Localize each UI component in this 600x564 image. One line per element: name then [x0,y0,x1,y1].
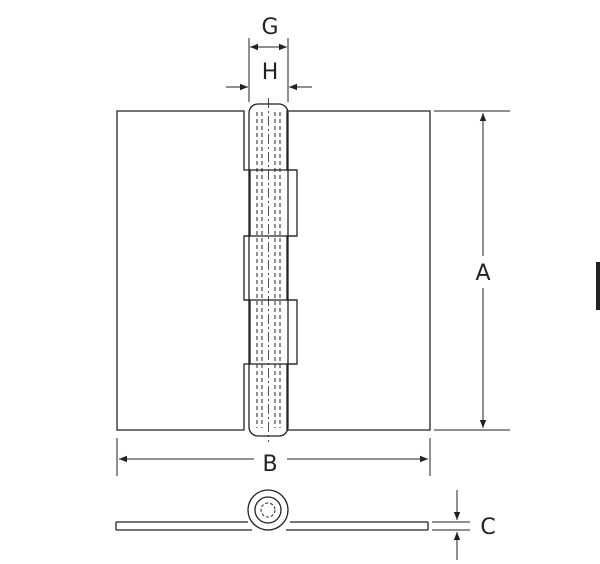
dimension-b [116,438,431,476]
edge-mark [596,262,600,310]
knuckle-inner [254,496,282,524]
right-leaf [286,110,431,431]
dimension-g [248,38,289,102]
label-a: A [475,261,490,286]
dimension-c [432,490,470,560]
pin-hole [260,502,276,518]
left-leaf [116,110,251,431]
hinge-end-view [115,489,429,531]
pin-hidden-lines [256,112,281,428]
label-b: B [262,452,277,477]
label-h: H [262,60,279,85]
dimension-a [434,110,510,431]
label-c: C [480,515,495,540]
hinge-front-view [116,103,431,437]
knuckle-outer [247,489,289,531]
label-g: G [261,15,278,40]
